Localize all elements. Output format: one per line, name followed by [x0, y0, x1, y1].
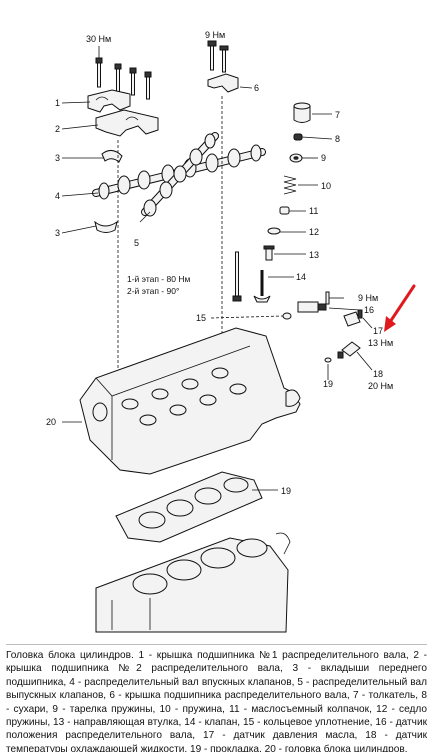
- callout-20: 20: [46, 417, 56, 427]
- callout-18: 18: [373, 369, 383, 379]
- callout-17: 17: [373, 326, 383, 336]
- torque-label-sensor18: 20 Нм: [368, 381, 393, 391]
- valve-keepers: [293, 133, 303, 141]
- torque-label-sensor16: 9 Нм: [358, 293, 378, 303]
- tappet: [293, 102, 311, 123]
- callout-15: 15: [196, 313, 206, 323]
- bearing-cap-2: [95, 109, 159, 137]
- figure-caption: Головка блока цилиндров. 1 - крышка подш…: [6, 644, 427, 752]
- callout-14: 14: [296, 272, 306, 282]
- callout-7: 7: [335, 110, 340, 120]
- valve: [253, 270, 271, 303]
- valve-stem-seal: [279, 206, 290, 215]
- valve-spring: [283, 175, 297, 195]
- o-ring: [282, 312, 292, 320]
- callout-6: 6: [254, 83, 259, 93]
- head-gasket: [115, 471, 263, 543]
- torque-stage-1: 1-й этап - 80 Нм: [127, 274, 190, 284]
- callout-2: 2: [55, 124, 60, 134]
- callout-13: 13: [309, 250, 319, 260]
- exhaust-camshaft: [139, 132, 219, 223]
- callout-9: 9: [321, 153, 326, 163]
- callout-3-lower: 3: [55, 228, 60, 238]
- red-arrow-icon: [384, 284, 416, 332]
- bearing-shell-upper: [101, 150, 123, 163]
- coolant-temperature-sensor: [337, 341, 361, 359]
- callout-11: 11: [309, 206, 318, 216]
- washer: [324, 357, 332, 363]
- callout-19-washer: 19: [323, 379, 333, 389]
- valve-guide: [263, 245, 275, 261]
- bearing-cap-1: [87, 89, 131, 113]
- torque-label-cap6: 9 Нм: [205, 30, 225, 40]
- callout-1: 1: [55, 98, 60, 108]
- bearing-shell-lower: [94, 220, 118, 233]
- callout-5: 5: [134, 238, 139, 248]
- cylinder-head: [79, 327, 301, 475]
- torque-stage-2: 2-й этап - 90°: [127, 286, 179, 296]
- spring-retainer: [289, 153, 303, 163]
- bearing-cap-6: [207, 40, 239, 93]
- head-bolt: [232, 251, 242, 302]
- oil-pressure-sensor: [343, 309, 363, 327]
- spring-seat: [267, 227, 281, 235]
- exploded-diagram: 30 Нм 9 Нм 1 2 3 4 3 5 6 7 8 9 10 11 12 …: [46, 30, 416, 633]
- torque-label-sensor17: 13 Нм: [368, 338, 393, 348]
- callout-3-upper: 3: [55, 153, 60, 163]
- bearing-cap-bolts: [95, 46, 152, 100]
- callout-16: 16: [364, 305, 374, 315]
- camshaft-position-sensor: [297, 291, 330, 313]
- torque-label-bolts: 30 Нм: [86, 34, 111, 44]
- callout-4: 4: [55, 191, 60, 201]
- callout-19-gasket: 19: [281, 486, 291, 496]
- engine-block: [95, 532, 291, 633]
- callout-12: 12: [309, 227, 319, 237]
- callout-10: 10: [321, 181, 331, 191]
- callout-8: 8: [335, 134, 340, 144]
